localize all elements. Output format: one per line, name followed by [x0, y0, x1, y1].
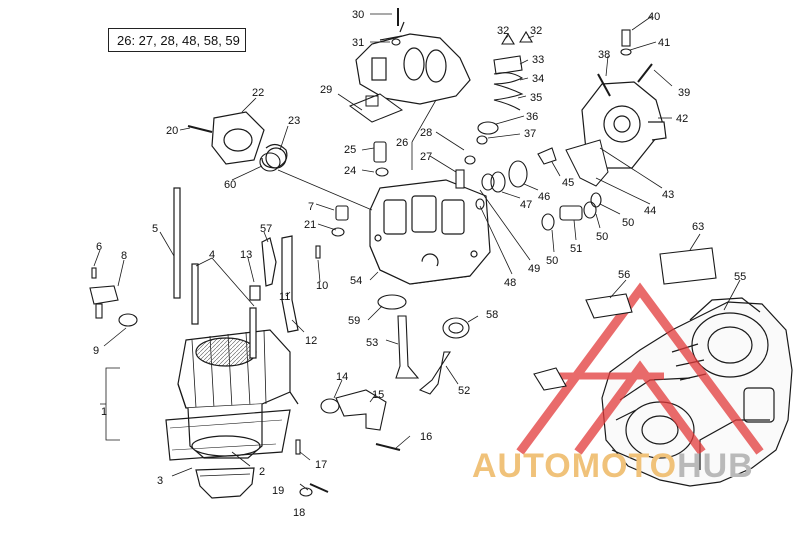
part-label: 6: [96, 241, 102, 253]
part-label: 23: [288, 115, 300, 127]
leader-lines: [93, 13, 741, 491]
part-label: 2: [259, 466, 265, 478]
intake-manifold: [211, 111, 288, 169]
part-label: 15: [372, 389, 384, 401]
part-label: 18: [293, 507, 305, 519]
part-label: 27: [420, 151, 432, 163]
part-label: 53: [366, 337, 378, 349]
part-label: 59: [348, 315, 360, 327]
part-label: 43: [662, 189, 674, 201]
part-label: 50: [622, 217, 634, 229]
part-label: 26: [396, 137, 408, 149]
part-label: 32: [497, 25, 509, 37]
part-label: 40: [648, 11, 660, 23]
reference-legend-box: 26: 27, 28, 48, 58, 59: [108, 28, 246, 52]
chain-guides: [249, 235, 299, 333]
part-label: 28: [420, 127, 432, 139]
part-label: 36: [526, 111, 538, 123]
part-label: 20: [166, 125, 178, 137]
part-label: 30: [352, 9, 364, 21]
valve-cover: [355, 21, 471, 105]
part-label: 4: [209, 249, 215, 261]
part-labels: 1 2 3 4 5 6 7 8 9 10 11 12 13 14 15 16 1…: [93, 9, 746, 519]
gasket-29: [348, 93, 404, 123]
part-label: 33: [532, 54, 544, 66]
part-label: 50: [596, 231, 608, 243]
part-label: 48: [504, 277, 516, 289]
part-label: 13: [240, 249, 252, 261]
part-label: 12: [305, 335, 317, 347]
watermark-text-part1: AUTOMOTO: [472, 447, 678, 485]
part-label: 25: [344, 144, 356, 156]
part-label: 34: [532, 73, 544, 85]
part-label: 51: [570, 243, 582, 255]
engine-assembly: [601, 297, 793, 487]
plug-29: [365, 95, 379, 107]
part-label: 31: [352, 37, 364, 49]
part-label: 32: [530, 25, 542, 37]
part-label: 5: [152, 223, 158, 235]
part-label: 52: [458, 385, 470, 397]
part-label: 45: [562, 177, 574, 189]
part-label: 63: [692, 221, 704, 233]
part-label: 22: [252, 87, 264, 99]
watermark-text: AUTOMOTOHUB: [472, 447, 754, 486]
part-label: 57: [260, 223, 272, 235]
part-label: 21: [304, 219, 316, 231]
cylinder-head: [369, 179, 491, 285]
studs: [173, 187, 257, 359]
part-label: 35: [530, 92, 542, 104]
part-label: 19: [272, 485, 284, 497]
part-label: 54: [350, 275, 362, 287]
part-label: 10: [316, 280, 328, 292]
part-label: 17: [315, 459, 327, 471]
small-parts: [89, 8, 717, 497]
part-label: 7: [308, 201, 314, 213]
part-label: 9: [93, 345, 99, 357]
part-label: 46: [538, 191, 550, 203]
part-label: 58: [486, 309, 498, 321]
part-label: 14: [336, 371, 348, 383]
part-label: 39: [678, 87, 690, 99]
part-label: 24: [344, 165, 356, 177]
part-label: 37: [524, 128, 536, 140]
part-label: 16: [420, 431, 432, 443]
watermark-text-part2: HUB: [677, 447, 754, 485]
part-label: 44: [644, 205, 656, 217]
part-label: 29: [320, 84, 332, 96]
part-label: 11: [279, 291, 290, 303]
part-label: 41: [658, 37, 670, 49]
part-label: 8: [121, 250, 127, 262]
part-label: 55: [734, 271, 746, 283]
part-label: 49: [528, 263, 540, 275]
part-label: 47: [520, 199, 532, 211]
part-label: 3: [157, 475, 163, 487]
cylinder-assembly: [165, 329, 299, 499]
part-label: 38: [598, 49, 610, 61]
part-label: 56: [618, 269, 630, 281]
part-label: 42: [676, 113, 688, 125]
water-pump-housing: [565, 81, 667, 187]
part-label: 1: [101, 406, 107, 418]
part-label: 50: [546, 255, 558, 267]
part-label: 60: [224, 179, 236, 191]
